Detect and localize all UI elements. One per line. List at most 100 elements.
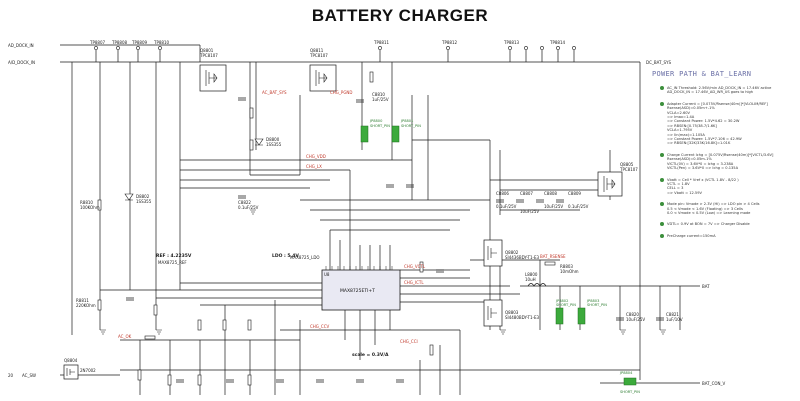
capacitor-icon [356, 379, 364, 383]
note-bullet-icon [660, 86, 664, 90]
part-jp8802-label: JP8802 [555, 299, 568, 303]
note-line: CELL = 3 [667, 186, 684, 191]
note-line: VCLA=1.795V [667, 128, 693, 133]
part-jp8804-label: JP8804 [619, 371, 633, 375]
note-vbatt: Vbatt = Cell * Vref x (VCTL 1.8V - 8/22 … [660, 177, 796, 196]
charger-ic [321, 269, 401, 311]
part-c8810-label: C8810 [372, 92, 385, 97]
resistor-icon [544, 261, 556, 266]
power-path-title: POWER PATH & BAT_LEARN [652, 70, 752, 78]
part-q8811-value: TPC8107 [309, 53, 328, 58]
net-chg-vctl-label: CHG_VCTL [404, 264, 426, 269]
part-c8820-value: 10uF/25V [626, 317, 645, 322]
part-c8821-value: 1uF/10V [666, 317, 683, 322]
note-bullet-icon [660, 152, 664, 157]
note-line: => RBSEN:[0.75/38.7/1.6K] [667, 123, 717, 128]
ground-icon [156, 329, 162, 335]
part-c8806-value: 0.1uF/25V [496, 204, 517, 209]
part-tp8813-label: TP8813 [503, 40, 519, 45]
ground-symbols [100, 209, 666, 335]
part-r8810-label: R8810 [80, 200, 93, 205]
mosfet-internals [66, 70, 616, 376]
resistor-icon [153, 304, 158, 316]
note-line: Vbatt = Cell * Vref x (VCTL 1.8V - 8/22 … [667, 177, 739, 182]
part-q8804-label: Q8804 [64, 358, 78, 363]
capacitor-icon [616, 317, 624, 321]
part-d8800-label: D8800 [266, 137, 280, 142]
part-r8811-label: R8811 [76, 298, 89, 303]
resistor-icon [97, 199, 102, 211]
part-tp8811-label: TP8811 [373, 40, 389, 45]
net-chg-ccv-label: CHG_CCV [310, 324, 329, 329]
net-chg-lx-label: CHG_LX [306, 164, 322, 169]
note-line: Rsense(ASD)=0.05m+-1% [667, 106, 715, 111]
part-r8803-value: 10mOhm [560, 269, 579, 274]
note-charge-current: Charge Current Ichg = [0.075V/Rsense(40m… [660, 152, 796, 171]
net-dc-bat-sys-label: DC_BAT_SYS [646, 60, 671, 65]
fet-symbol-icon [603, 176, 616, 192]
capacitor-icon [386, 184, 394, 188]
note-line: 0.0 < Vmode < 0.5V (Low) => Learning mod… [667, 210, 751, 215]
note-line: 0.5 < Vmode < 1.6V (Floating) => 3 Cells [667, 206, 743, 211]
capacitor-icon [238, 195, 246, 199]
part-jp8800-value: SHORT_PIN [370, 124, 390, 128]
net-ac-bat-sys-label: AC_BAT_SYS [262, 90, 287, 95]
net-bat-con-v-label: BAT_CON_V [702, 381, 726, 386]
note-line: AD_DOCK_IN = 17.46V_AD_WR_US goes to hig… [667, 90, 754, 95]
note-line: VICTL(0V) = 3.6V*0 = Ichg = 3.238A [667, 161, 734, 166]
capacitor-icon [496, 199, 504, 203]
ref-sub-label: MAX8725_REF [158, 260, 187, 265]
part-q8804-value: 2N7002 [80, 368, 96, 373]
net-chg-ictl-label: CHG_ICTL [404, 280, 424, 285]
part-jp8803-value: SHORT_PIN [587, 303, 607, 307]
test-point-icon [378, 46, 382, 50]
note-precharge: PreCharge current=150mA [660, 233, 796, 238]
note-bullet-icon [660, 177, 664, 182]
note-line: VCLA=2.60V [667, 110, 690, 115]
schematic-title: BATTERY CHARGER [311, 6, 489, 25]
left-pin-label: 20 [8, 373, 14, 378]
note-line: Mode pin: Vmode > 2.3V (Hi) => LDO pin >… [667, 202, 760, 207]
jumper-jp8802-icon [555, 307, 564, 325]
part-q8805-value: TPC8107 [619, 167, 638, 172]
note-line: VICTL(Pen) = 3.6V*0 => Ichg = 0.135A [667, 166, 739, 171]
capacitor-icon [656, 317, 664, 321]
resistor-icon [137, 369, 142, 381]
part-q8801-value: TPC8107 [199, 53, 218, 58]
part-c8820-label: C8820 [626, 312, 639, 317]
resistors [97, 71, 556, 386]
ground-icon [250, 209, 256, 215]
note-bullet-icon [660, 101, 664, 106]
ground-icon [500, 329, 506, 335]
part-q8802-value: SI4436BDY-T1-E3 [505, 255, 540, 260]
part-tp8808-label: TP8808 [111, 40, 127, 45]
part-jp8801-value: SHORT_PIN [401, 124, 421, 128]
resistor-icon [249, 107, 254, 119]
net-ad-dock-in2-label: A/D_DOCK_IN [8, 60, 35, 65]
net-ac-ok-label: AC_OK [118, 334, 132, 339]
part-q8803-value: SI4480BDY-T1-E3 [505, 315, 540, 320]
part-q8805-label: Q8805 [620, 162, 634, 167]
fet-symbol-icon [205, 70, 218, 86]
resistor-icon [419, 261, 424, 273]
ground-icon [660, 329, 666, 335]
note-line: AC_IN Threshold: 2.56V/min AD_DOCK_IN = … [667, 86, 772, 90]
net-chg-vdd-label: CHG_VDD [306, 154, 326, 159]
part-d8800-value: 1SS355 [266, 142, 282, 147]
jumper-jp8801-icon [391, 125, 400, 143]
jumper-jp8800-icon [360, 125, 369, 143]
capacitor-icon [396, 379, 404, 383]
scale-label: scale = 0.3V/A [352, 353, 389, 358]
resistor-icon [247, 374, 252, 386]
note-line: => Constant Power: 1.5V*7.106 = 42.9W [667, 137, 742, 142]
fet-symbol-icon [66, 368, 75, 376]
note-mode-pin: Mode pin: Vmode > 2.3V (Hi) => LDO pin >… [660, 202, 796, 215]
resistor-icon [97, 299, 102, 311]
capacitor-icon [356, 99, 364, 103]
note-bullet-icon [660, 222, 664, 227]
diode-icon [124, 193, 134, 201]
resistor-icon [429, 344, 434, 356]
capacitor-icon [126, 297, 134, 301]
diode-icon [254, 138, 264, 146]
fet-symbol-icon [487, 246, 497, 260]
